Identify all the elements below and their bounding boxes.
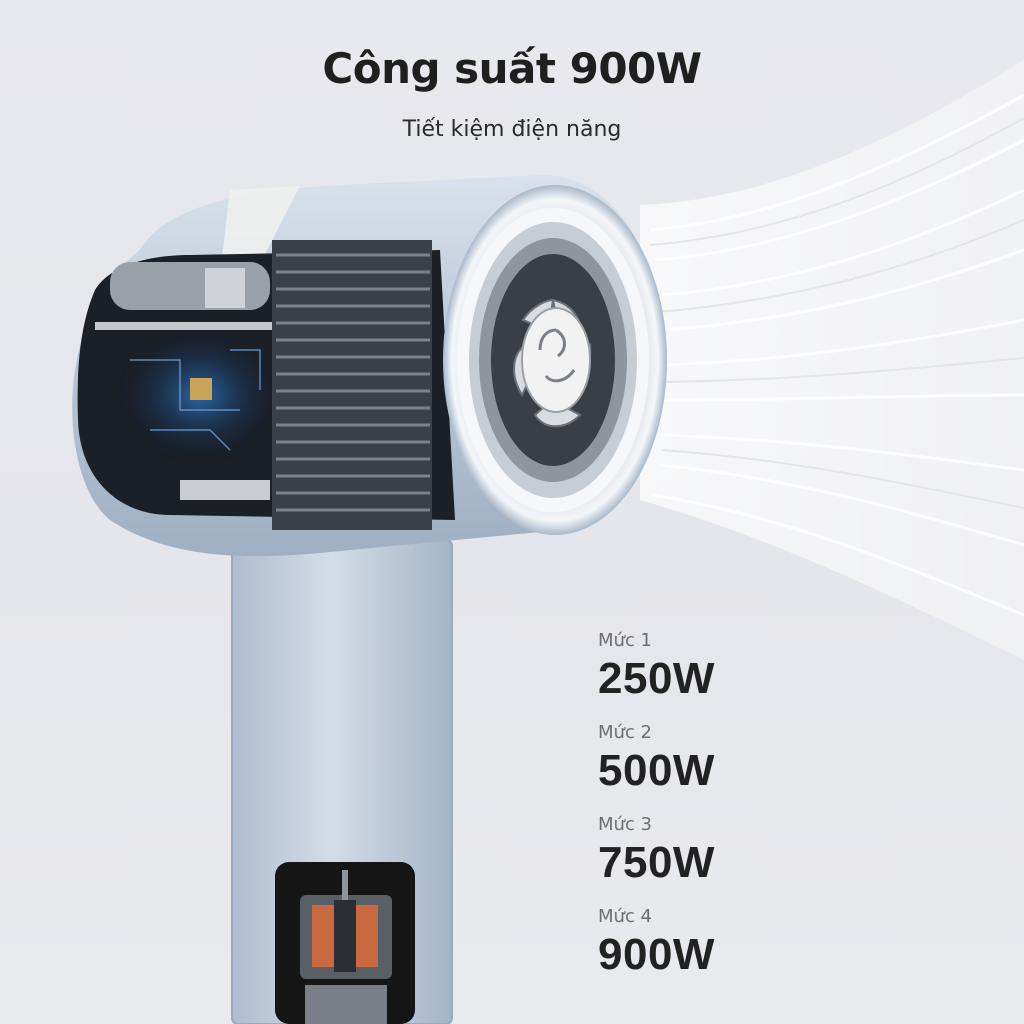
power-level-item: Mức 4 900W: [598, 904, 898, 996]
page-title: Công suất 900W: [322, 44, 702, 93]
motor-icon: [300, 870, 392, 1024]
power-level-value: 900W: [598, 930, 715, 979]
air-outlet-ring: [443, 185, 667, 535]
heat-sink: [272, 240, 432, 530]
airflow-streams-icon: [640, 60, 1024, 660]
power-levels-list: Mức 1 250W Mức 2 500W Mức 3 750W Mức 4 9…: [598, 628, 898, 996]
power-level-value: 500W: [598, 746, 715, 795]
power-level-item: Mức 3 750W: [598, 812, 898, 904]
power-level-value: 250W: [598, 654, 715, 703]
dryer-handle: [231, 539, 453, 1024]
power-level-value: 750W: [598, 838, 715, 887]
power-level-label: Mức 4: [598, 906, 653, 927]
power-level-label: Mức 2: [598, 722, 653, 743]
dryer-body: [72, 174, 667, 557]
power-level-label: Mức 1: [598, 630, 653, 651]
power-level-label: Mức 3: [598, 814, 653, 835]
page-subtitle: Tiết kiệm điện năng: [402, 117, 622, 142]
power-level-item: Mức 1 250W: [598, 628, 898, 720]
power-level-item: Mức 2 500W: [598, 720, 898, 812]
